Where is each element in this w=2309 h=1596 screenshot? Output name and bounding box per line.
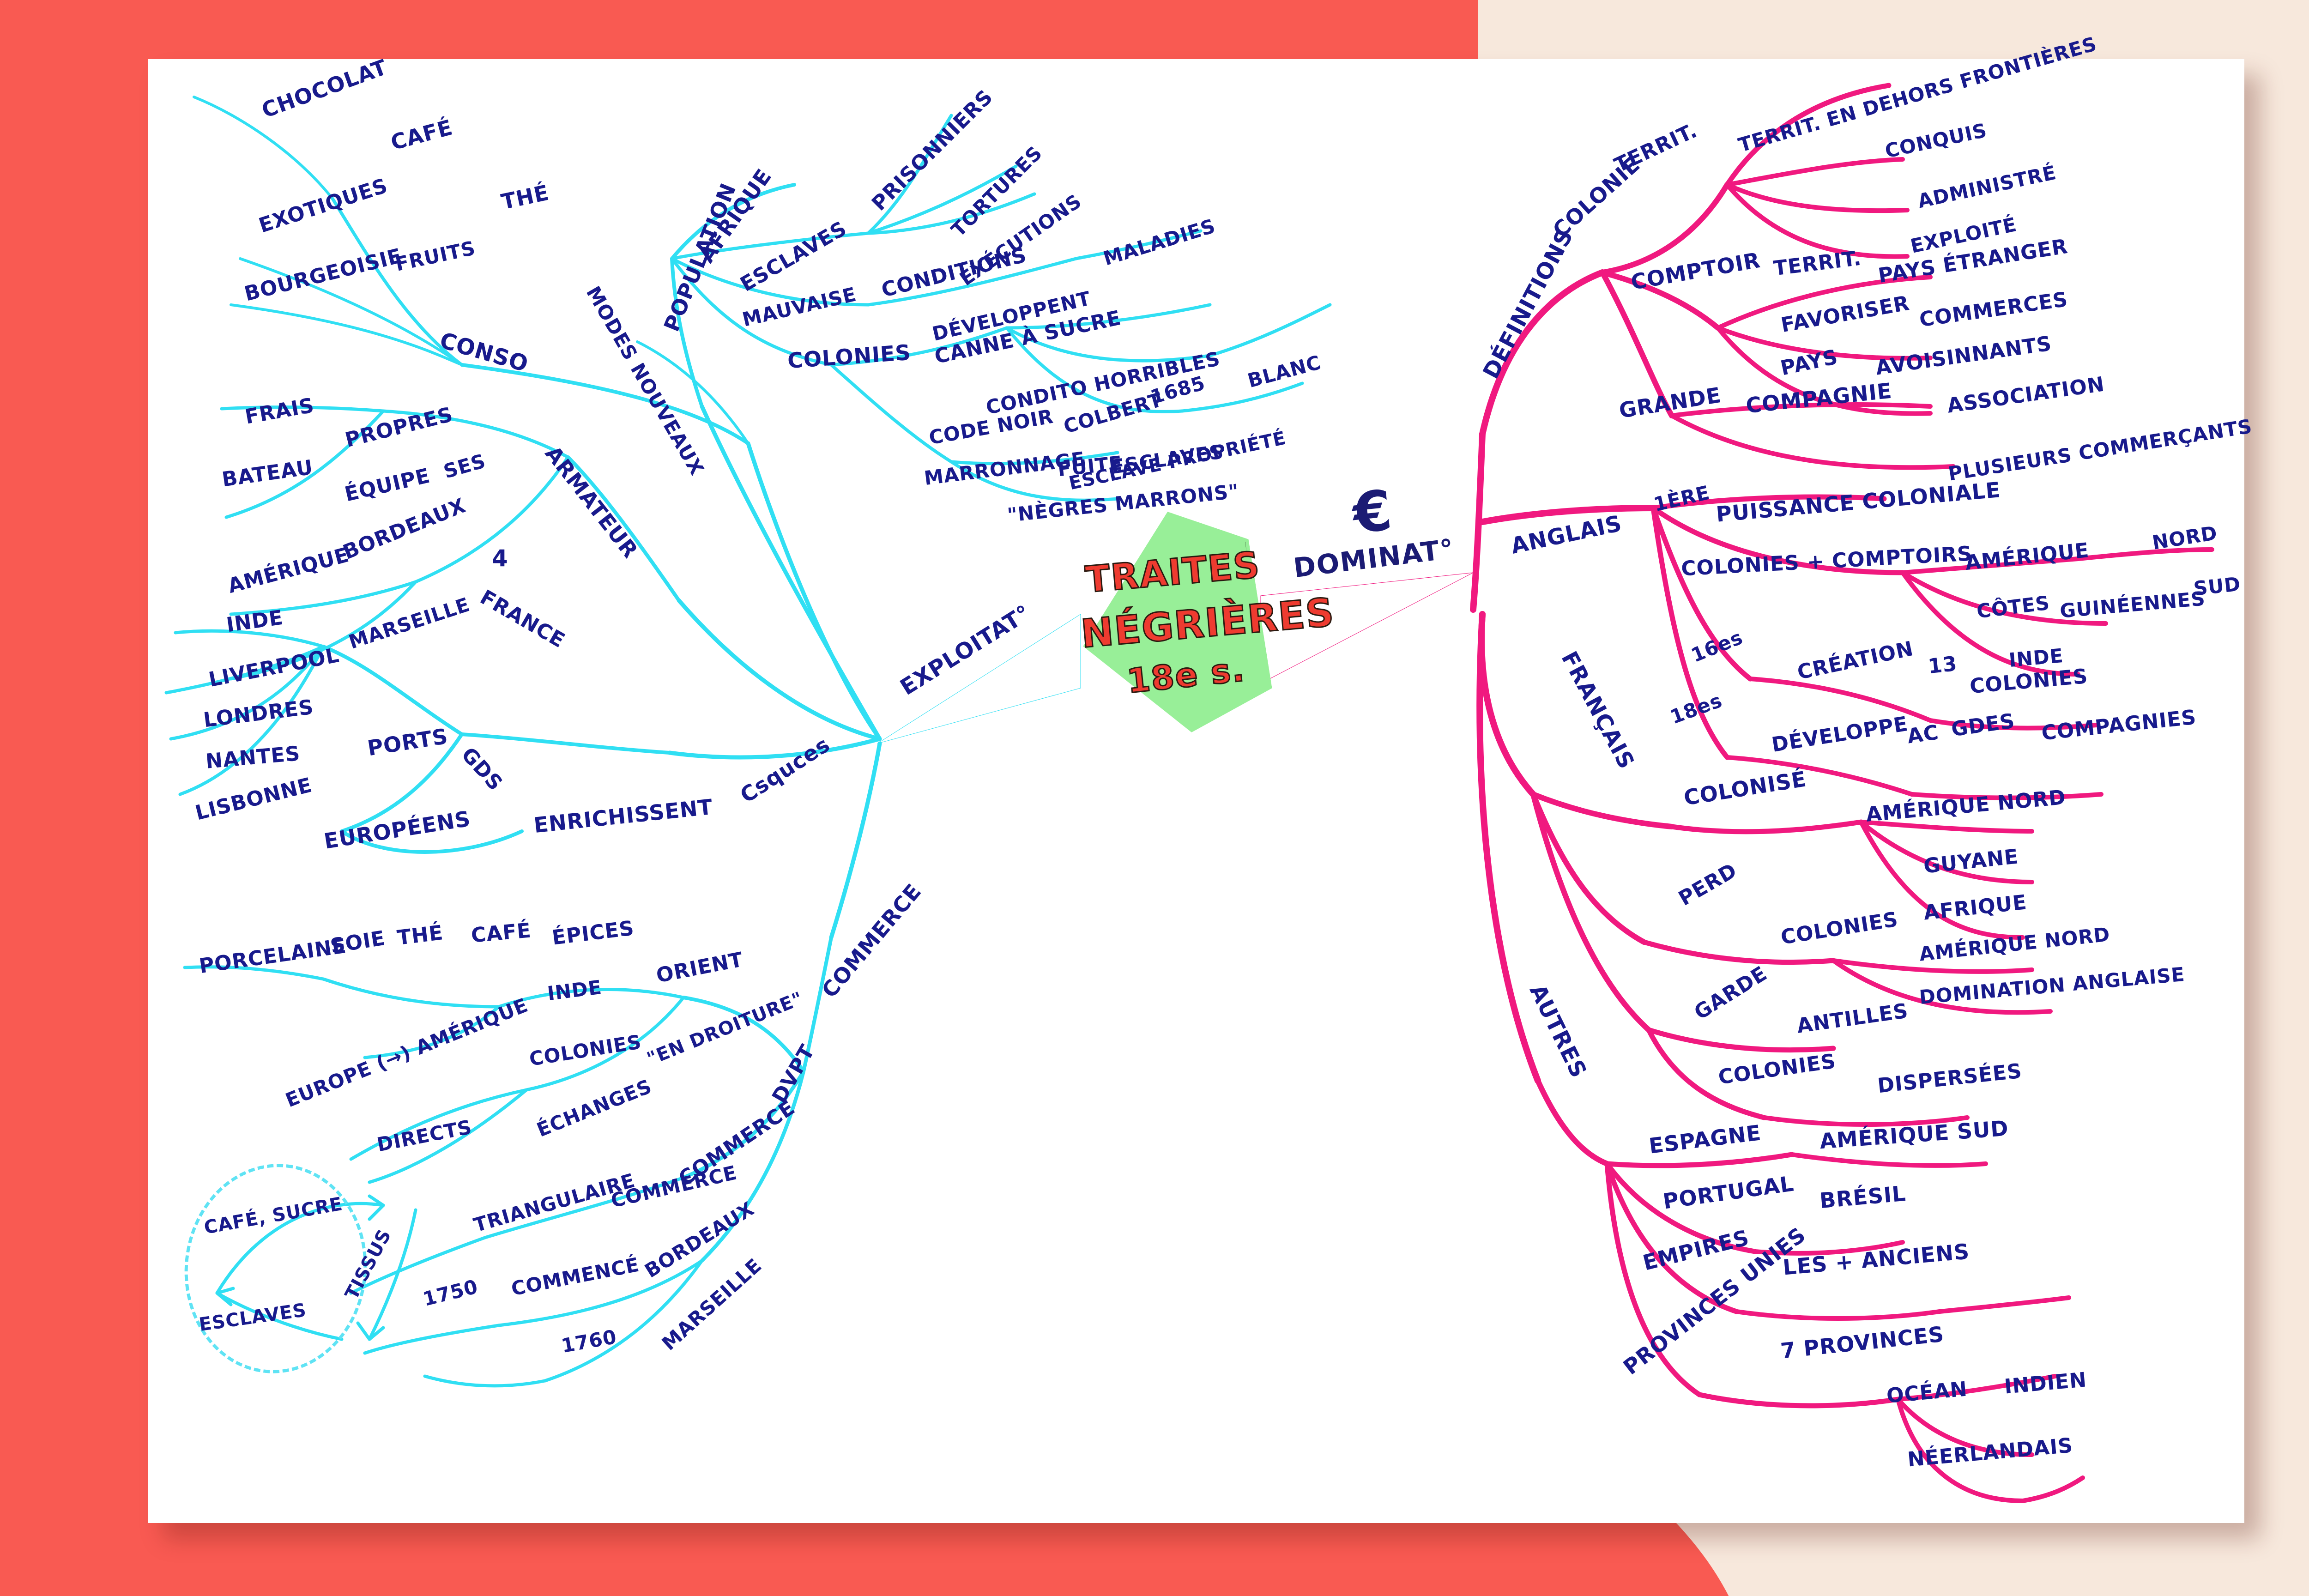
euro-symbol-icon: € [1349,478,1395,546]
label-ac: AC [1905,720,1940,749]
label-quatre: 4 [492,545,508,572]
label-13: 13 [1927,652,1958,679]
